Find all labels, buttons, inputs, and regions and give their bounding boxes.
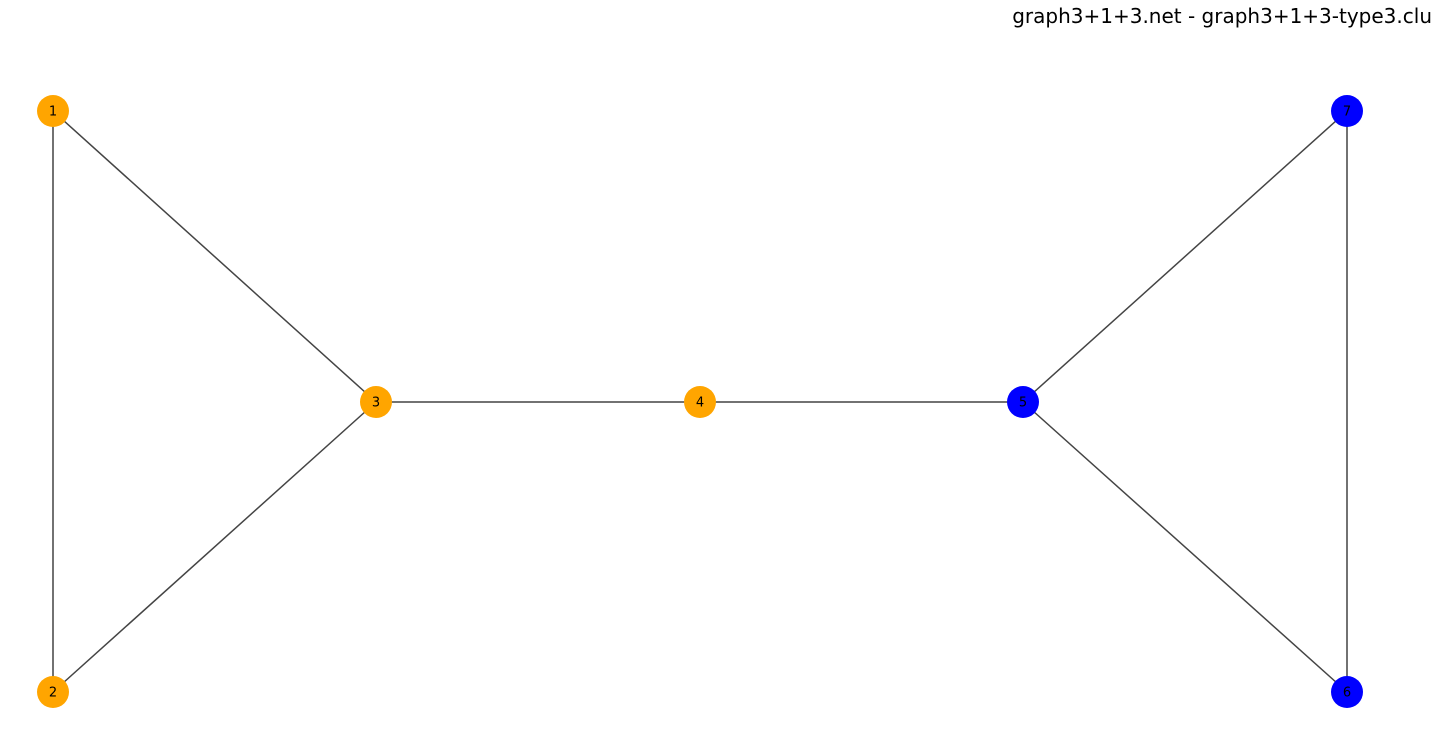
node-label-4: 4 (696, 396, 704, 411)
node-circle-4 (684, 386, 716, 418)
node-3: 3 (360, 386, 392, 418)
node-label-1: 1 (49, 105, 57, 120)
node-label-7: 7 (1343, 105, 1351, 120)
node-1: 1 (37, 95, 69, 127)
node-label-3: 3 (372, 396, 380, 411)
node-6: 6 (1331, 676, 1363, 708)
node-circle-7 (1331, 95, 1363, 127)
node-layer: 1 2 3 4 5 6 7 (37, 95, 1363, 708)
graph-title: graph3+1+3.net - graph3+1+3-type3.clu (1012, 4, 1432, 28)
node-5: 5 (1007, 386, 1039, 418)
node-circle-2 (37, 676, 69, 708)
node-4: 4 (684, 386, 716, 418)
node-7: 7 (1331, 95, 1363, 127)
edge-2-3 (52, 401, 377, 693)
node-label-6: 6 (1343, 686, 1351, 701)
node-circle-5 (1007, 386, 1039, 418)
node-circle-1 (37, 95, 69, 127)
edge-1-3 (52, 110, 377, 403)
edge-layer (52, 110, 1348, 693)
node-label-5: 5 (1019, 396, 1027, 411)
node-circle-6 (1331, 676, 1363, 708)
edge-5-7 (1022, 110, 1348, 403)
node-circle-3 (360, 386, 392, 418)
node-label-2: 2 (49, 686, 57, 701)
edge-5-6 (1022, 401, 1348, 693)
node-2: 2 (37, 676, 69, 708)
